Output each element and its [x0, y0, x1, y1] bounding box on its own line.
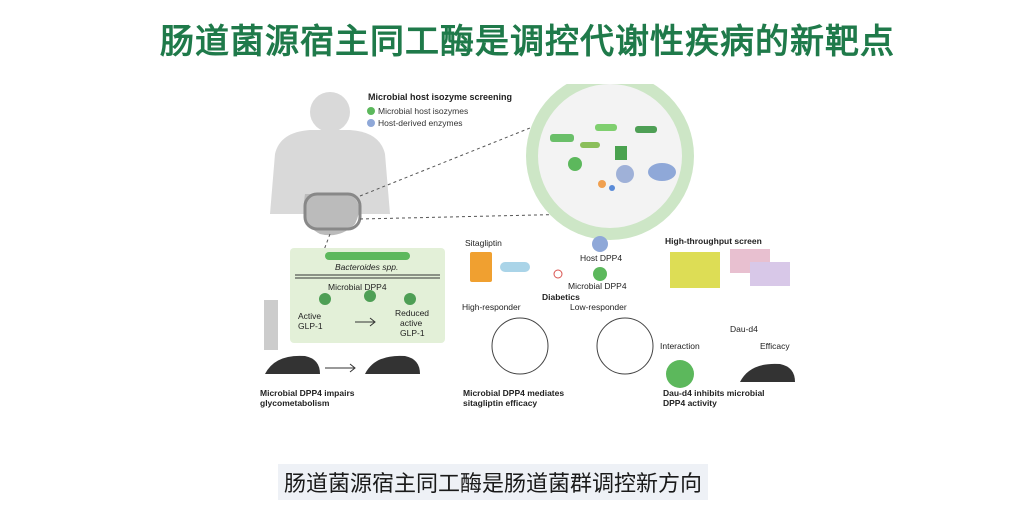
legend-host: Host-derived enzymes — [378, 118, 463, 128]
slide-caption: 肠道菌源宿主同工酶是肠道菌群调控新方向 — [278, 464, 709, 500]
screening-heading: Microbial host isozyme screening — [368, 92, 512, 102]
dpp4-icon — [364, 290, 376, 302]
plate-reader-icon — [670, 252, 720, 288]
reduced-label-1: Reduced — [395, 308, 429, 318]
left-caption-2: glycometabolism — [260, 398, 330, 408]
hts-heading: High-throughput screen — [665, 236, 762, 246]
microbial-legend-icon — [367, 107, 375, 115]
high-responder-label: High-responder — [462, 302, 521, 312]
high-responder-zoom — [491, 317, 549, 375]
bacteroides-label: Bacteroides spp. — [335, 262, 398, 272]
zoom-line — [359, 123, 541, 197]
dpp4-icon — [319, 293, 331, 305]
mouse-icon — [365, 355, 420, 374]
pill-bottle-icon — [470, 252, 492, 282]
diabetics-label: Diabetics — [542, 292, 580, 302]
legend-microbial: Microbial host isozymes — [378, 106, 468, 116]
microbial-dpp4-icon — [593, 267, 607, 281]
left-microbial-dpp4: Microbial DPP4 — [328, 282, 387, 292]
right-caption-2: DPP4 activity — [663, 398, 717, 408]
reduced-label-3: GLP-1 — [400, 328, 425, 338]
reduced-label-2: active — [400, 318, 422, 328]
mouse-icon — [265, 355, 320, 374]
slide-title: 肠道菌源宿主同工酶是调控代谢性疾病的新靶点 — [160, 23, 895, 61]
left-caption-1: Microbial DPP4 impairs — [260, 388, 355, 398]
dau-d4-label: Dau-d4 — [730, 324, 758, 334]
glp1-label: GLP-1 — [298, 321, 323, 331]
bacteroides-bar — [325, 252, 410, 260]
low-responder-label: Low-responder — [570, 302, 627, 312]
zoom-line — [359, 213, 581, 220]
host-dpp4-label: Host DPP4 — [580, 253, 622, 263]
intestine-icon — [303, 192, 362, 231]
enzyme-complex-icon — [666, 360, 694, 388]
gut-cross-section — [526, 84, 694, 240]
sitagliptin-label: Sitagliptin — [465, 238, 502, 248]
inhibit-x-icon — [553, 269, 563, 279]
mouse-icon — [740, 363, 795, 382]
host-legend-icon — [367, 119, 375, 127]
low-responder-zoom — [596, 317, 654, 375]
mid-microbial-dpp4: Microbial DPP4 — [568, 281, 627, 291]
active-label: Active — [298, 311, 321, 321]
efficacy-label: Efficacy — [760, 341, 790, 351]
interaction-label: Interaction — [660, 341, 700, 351]
dpp4-figure: Microbial host isozyme screening Microbi… — [260, 84, 795, 408]
arrow-icon — [355, 317, 376, 327]
mid-caption-1: Microbial DPP4 mediates — [463, 388, 564, 398]
mid-caption-2: sitagliptin efficacy — [463, 398, 537, 408]
well-plate-icon — [750, 262, 790, 286]
human-silhouette-icon — [270, 92, 390, 236]
host-dpp4-icon — [592, 236, 608, 252]
arrow-icon — [325, 363, 356, 373]
syringe-icon — [264, 300, 278, 350]
pill-icon — [500, 262, 530, 272]
dpp4-icon — [404, 293, 416, 305]
right-caption-1: Dau-d4 inhibits microbial — [663, 388, 765, 398]
